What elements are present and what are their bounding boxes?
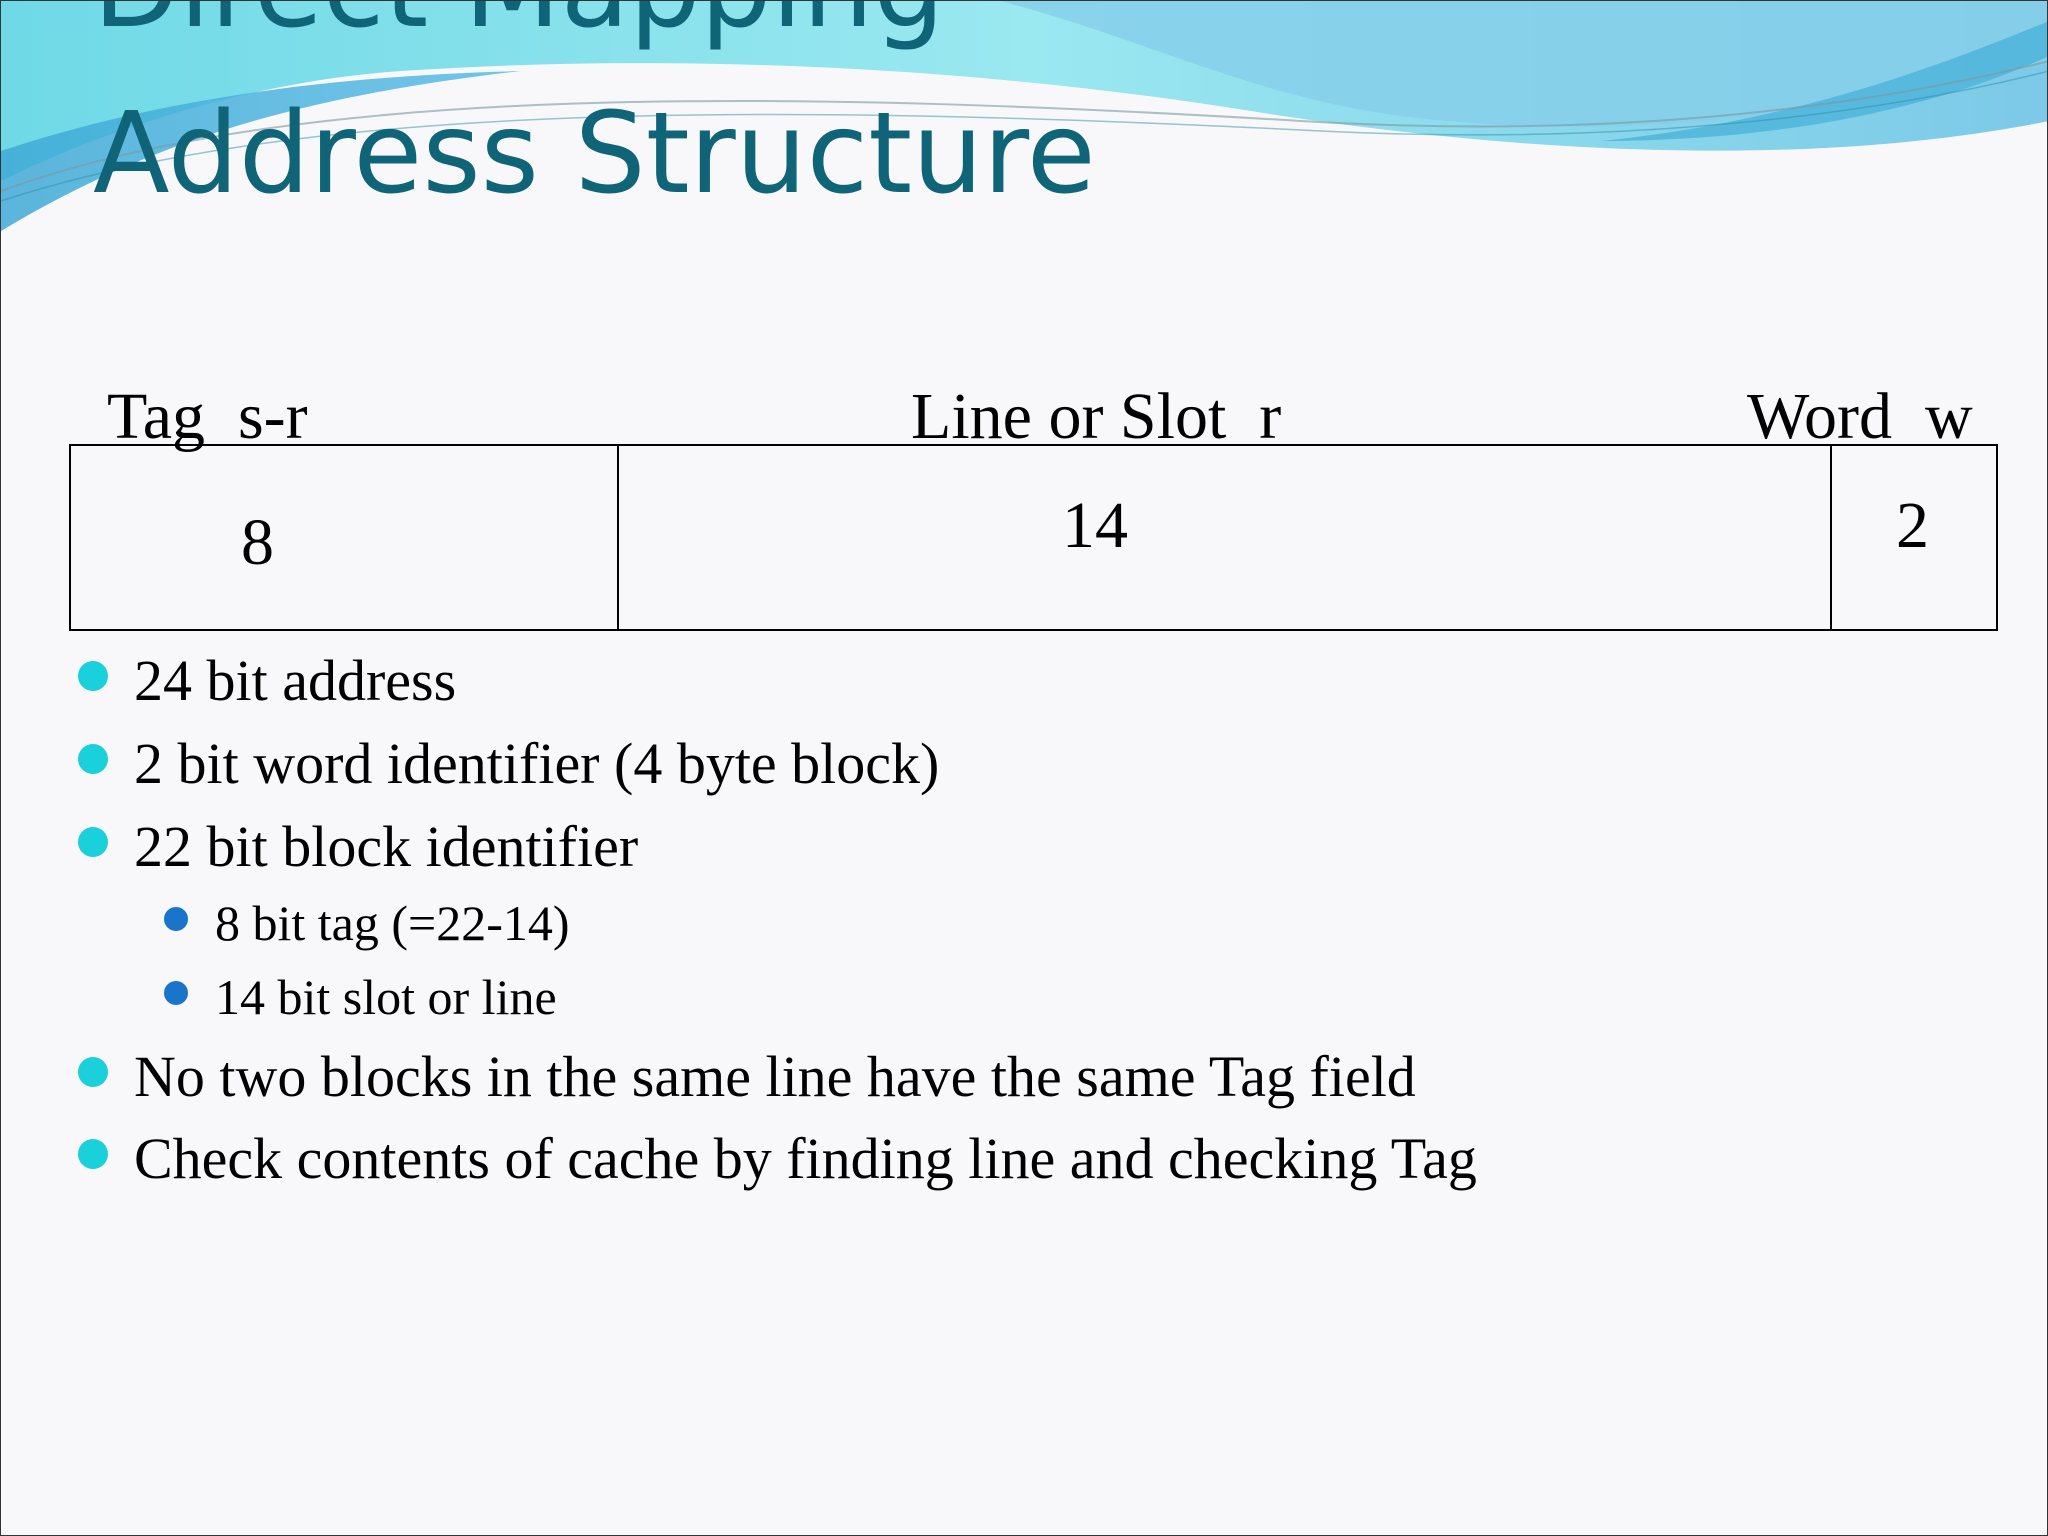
sub-list-item: 8 bit tag (=22-14) bbox=[164, 895, 570, 951]
bullet-dot-icon bbox=[78, 744, 108, 774]
word-bits-value: 2 bbox=[1896, 489, 1929, 562]
list-item: 24 bit address bbox=[78, 648, 457, 713]
line-field-label: Line or Slot r bbox=[911, 380, 1282, 453]
list-item-text: No two blocks in the same line have the … bbox=[134, 1044, 1416, 1109]
header-wave-decoration bbox=[1, 1, 2047, 231]
sub-bullet-dot-icon bbox=[164, 907, 188, 931]
slide-title-line-2: Address Structure bbox=[93, 89, 1096, 219]
sub-bullet-dot-icon bbox=[164, 981, 188, 1005]
list-item-text: 2 bit word identifier (4 byte block) bbox=[134, 731, 940, 796]
list-item: 22 bit block identifier bbox=[78, 814, 639, 879]
tag-field-label: Tag s-r bbox=[107, 380, 308, 453]
line-bits-value: 14 bbox=[1062, 489, 1128, 562]
bullet-dot-icon bbox=[78, 827, 108, 857]
list-item-text: 24 bit address bbox=[134, 648, 457, 713]
word-field-label: Word w bbox=[1747, 380, 1973, 453]
sub-list-item: 14 bit slot or line bbox=[164, 969, 557, 1025]
bullet-dot-icon bbox=[78, 661, 108, 691]
bullet-dot-icon bbox=[78, 1139, 108, 1169]
list-item: 2 bit word identifier (4 byte block) bbox=[78, 731, 940, 796]
bullet-dot-icon bbox=[78, 1057, 108, 1087]
list-item-text: 22 bit block identifier bbox=[134, 814, 639, 879]
list-item: No two blocks in the same line have the … bbox=[78, 1044, 1416, 1109]
list-item: Check contents of cache by finding line … bbox=[78, 1126, 1477, 1191]
sub-list-item-text: 8 bit tag (=22-14) bbox=[215, 895, 570, 951]
line-field-cell bbox=[617, 446, 1832, 629]
tag-field-cell bbox=[71, 446, 619, 629]
address-format-diagram: 8 14 2 bbox=[69, 444, 1998, 631]
slide-title-line-1: Direct Mapping bbox=[93, 1, 945, 53]
sub-list-item-text: 14 bit slot or line bbox=[215, 969, 557, 1025]
list-item-text: Check contents of cache by finding line … bbox=[134, 1126, 1477, 1191]
tag-bits-value: 8 bbox=[241, 506, 274, 579]
